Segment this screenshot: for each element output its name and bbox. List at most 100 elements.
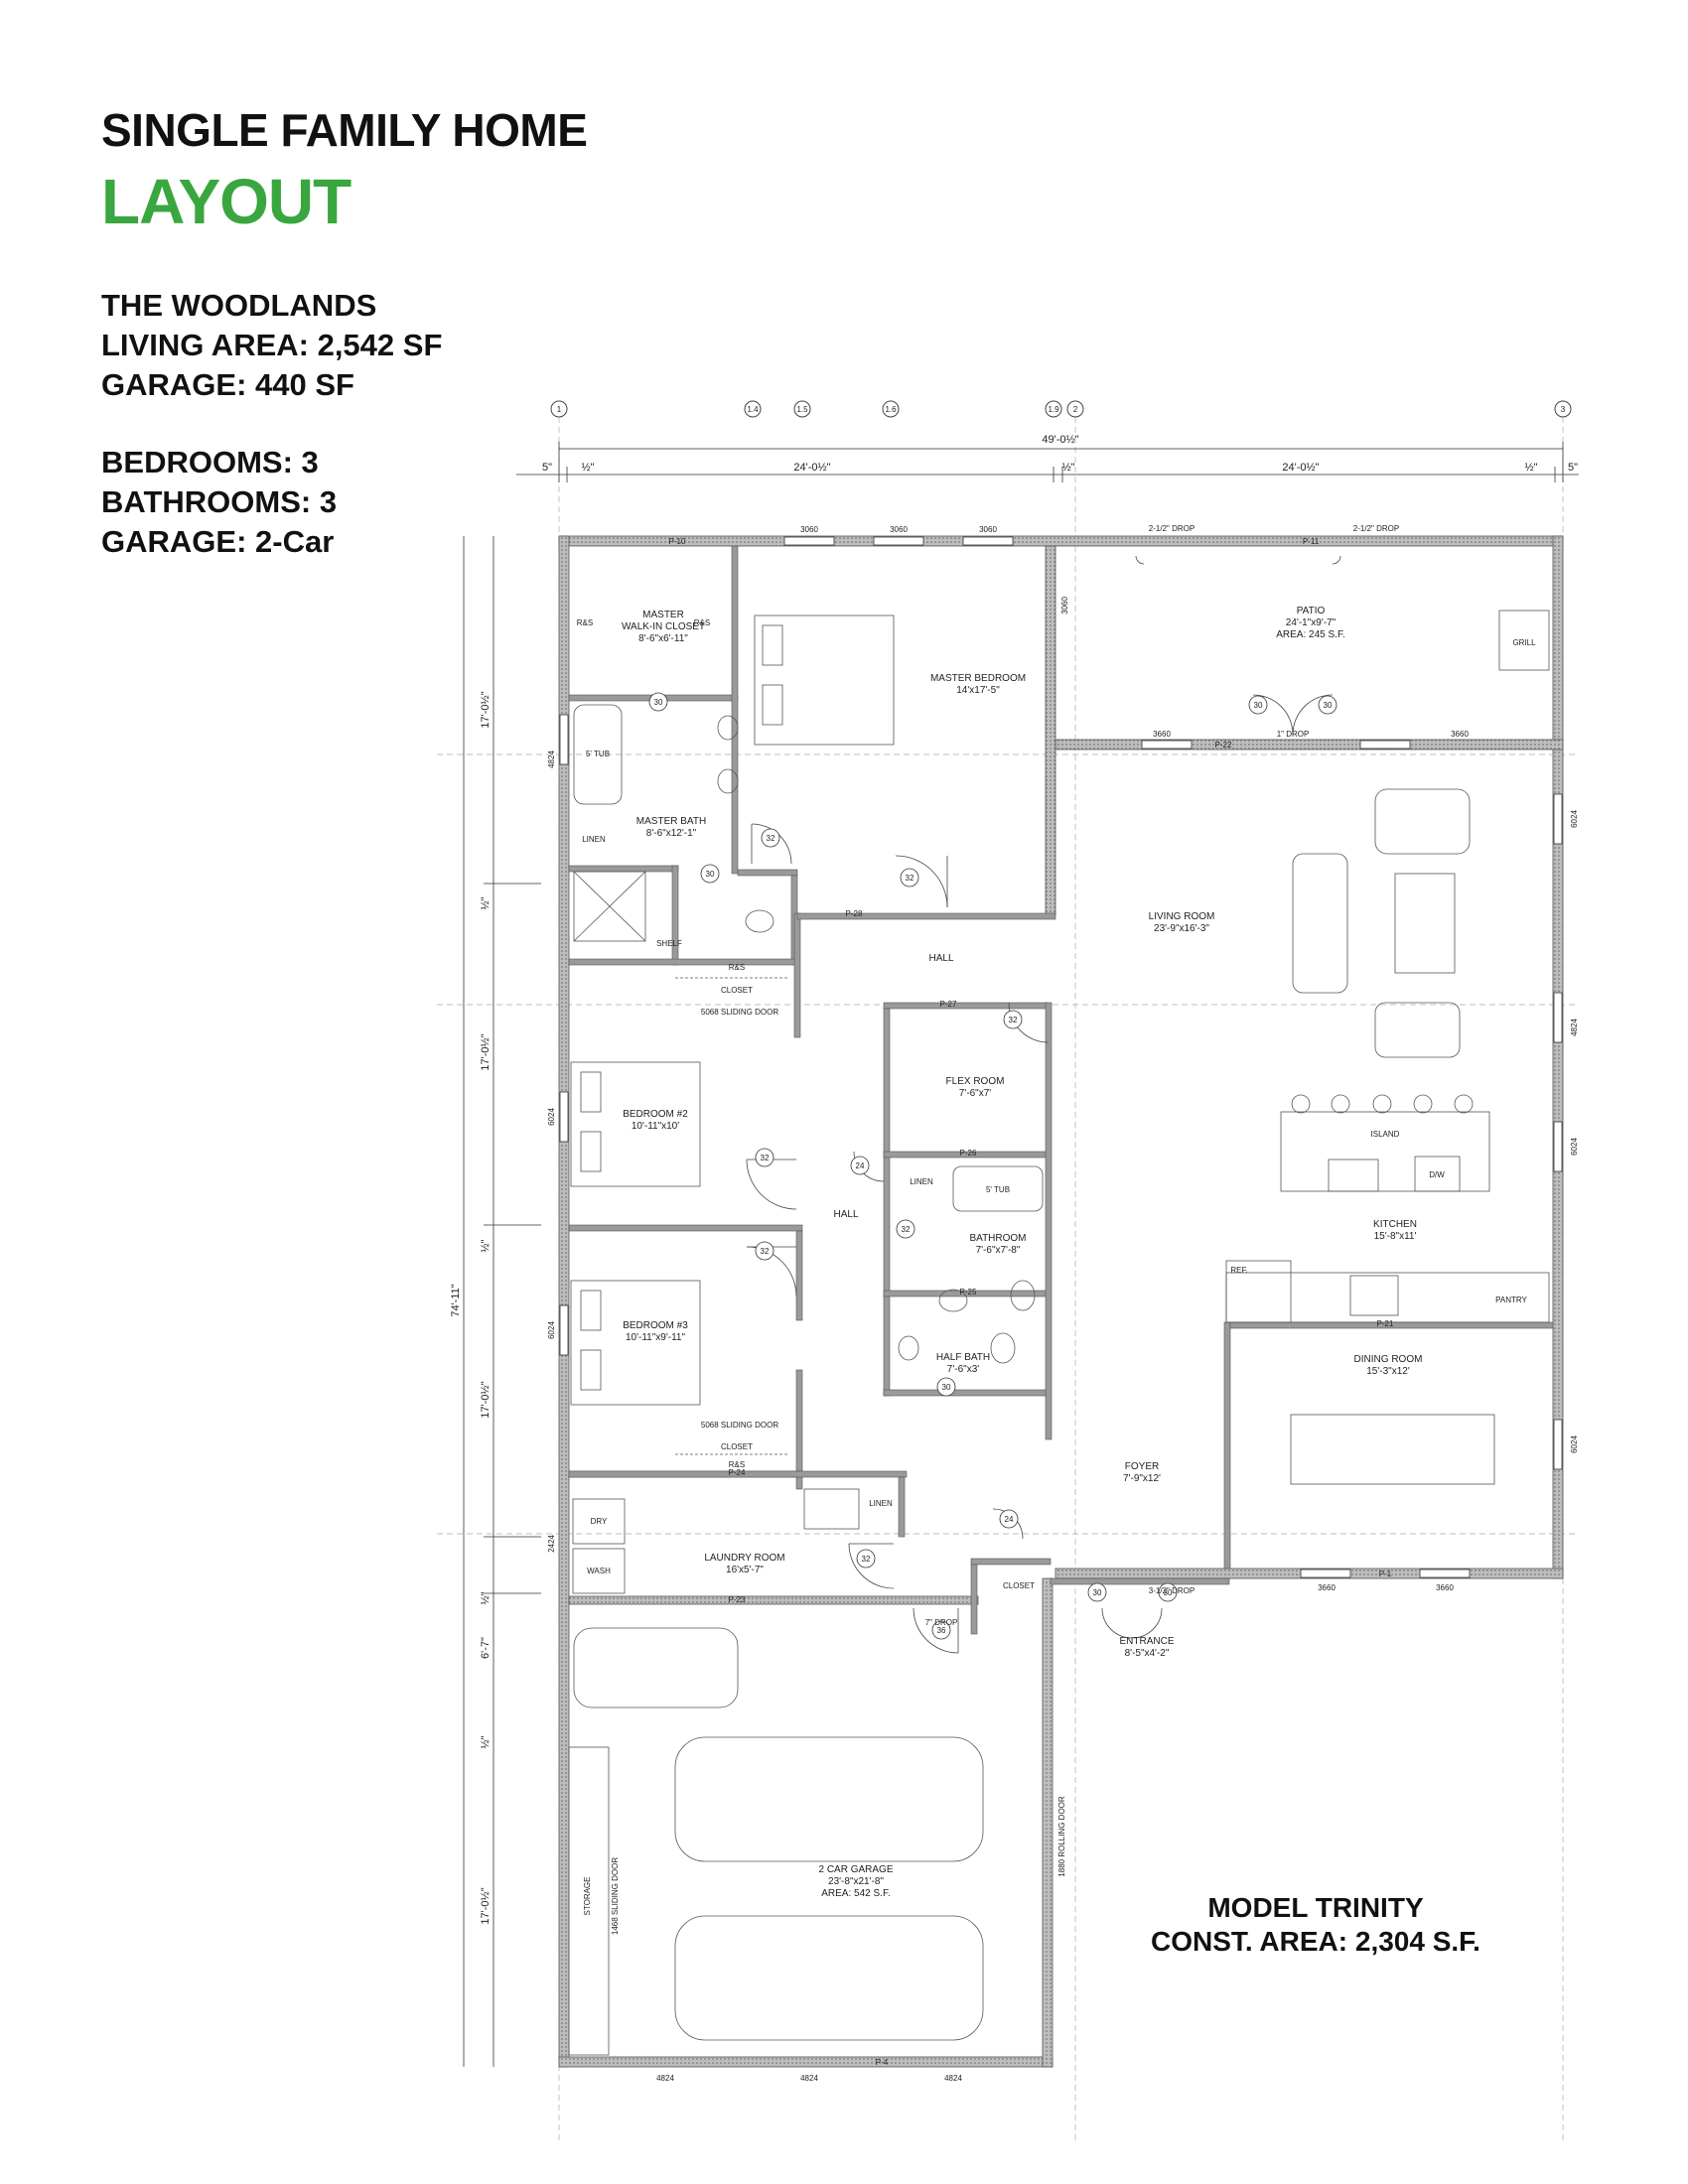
- door-tag-label: 30: [1324, 701, 1333, 710]
- window-label: 3060: [1060, 597, 1069, 614]
- dryer-icon: [572, 1498, 626, 1545]
- panel-tag: P-4: [876, 2058, 889, 2067]
- room-label: FOYER: [1125, 1461, 1159, 1472]
- hall-label: HALL: [833, 1209, 858, 1220]
- window-label: 4824: [944, 2074, 962, 2083]
- window-label: 3660: [1153, 730, 1171, 739]
- kitchen-island-icon: [1280, 1111, 1490, 1192]
- car-icon: [674, 1915, 984, 2041]
- utility-sink-icon: [803, 1488, 860, 1530]
- dim-left-offset: 5": [542, 462, 552, 474]
- room-dimension: 7'-9"x12': [1123, 1473, 1161, 1484]
- bathtub-icon: [952, 1165, 1044, 1212]
- room-label: WALK-IN CLOSET: [622, 621, 705, 632]
- door-tag-label: 30: [1254, 701, 1263, 710]
- bedroom-count: BEDROOMS: 3: [101, 445, 319, 479]
- sink-icon: [717, 715, 739, 741]
- panel-tag: P-27: [940, 1000, 957, 1009]
- interior-walls: [568, 545, 1554, 1635]
- pantry-label: PANTRY: [1495, 1296, 1527, 1304]
- window-label: 6024: [547, 1108, 556, 1126]
- room-label: KITCHEN: [1373, 1219, 1417, 1230]
- refrigerator-icon: [1225, 1260, 1292, 1323]
- window-label: 6024: [1570, 810, 1579, 828]
- bed-icon: [570, 1280, 701, 1406]
- drop-label: 3-1/2" DROP: [1149, 1586, 1195, 1595]
- window-label: 4824: [656, 2074, 674, 2083]
- dim-half: ½": [581, 462, 594, 474]
- model-name: MODEL TRINITY: [1207, 1892, 1424, 1923]
- home-info: THE WOODLANDS LIVING AREA: 2,542 SF GARA…: [101, 286, 442, 405]
- grid-label: 1.5: [796, 405, 808, 414]
- door-tag-label: 30: [942, 1383, 951, 1392]
- panel-tag: P-21: [1377, 1319, 1394, 1328]
- hall-label: HALL: [928, 953, 953, 964]
- top-dimensions: [516, 442, 1579, 482]
- bar-stool-icons: [1291, 1094, 1474, 1114]
- dim-vertical: ½": [480, 1239, 492, 1252]
- window-label: 3060: [979, 525, 997, 534]
- door-tag-label: 32: [767, 834, 775, 843]
- rolling-door-label: 1880 ROLLING DOOR: [1057, 1796, 1066, 1877]
- room-label: MASTER: [642, 610, 684, 620]
- fixtures: [568, 610, 1550, 2056]
- room-area: AREA: 542 S.F.: [821, 1888, 890, 1899]
- room-dimension: 16'x5'-7": [726, 1565, 764, 1575]
- sofa-icon: [1374, 788, 1471, 855]
- window-label: 2424: [547, 1535, 556, 1553]
- room-dimension: 15'-8"x11': [1374, 1231, 1417, 1242]
- storage-label: STORAGE: [583, 1877, 592, 1916]
- tub-label: 5' TUB: [986, 1185, 1010, 1194]
- dim-vertical: ½": [480, 1591, 492, 1604]
- room-dimension: 15'-3"x12': [1366, 1366, 1410, 1377]
- window-label: 6024: [1570, 1138, 1579, 1156]
- dim-vertical: 17'-0½": [480, 1381, 492, 1418]
- bed-icon: [570, 1061, 701, 1187]
- window-label: 3660: [1451, 730, 1469, 739]
- room-dimension: 8'-6"x12'-1": [646, 828, 697, 839]
- rs-label: R&S: [577, 618, 593, 627]
- living-area: LIVING AREA: 2,542 SF: [101, 328, 443, 362]
- window-label: 4824: [547, 751, 556, 768]
- overall-width: 49'-0½": [1042, 434, 1078, 446]
- room-label: 2 CAR GARAGE: [818, 1864, 893, 1875]
- grill-icon: [1498, 610, 1550, 671]
- door-tag-label: 30: [654, 698, 663, 707]
- car-icon: [674, 1736, 984, 1862]
- room-dimension: 23'-9"x16'-3": [1154, 923, 1209, 934]
- dim-vertical: ½": [480, 896, 492, 909]
- drop-label: 1" DROP: [1277, 730, 1310, 739]
- shower-icon: [573, 871, 646, 942]
- linen-label: LINEN: [869, 1499, 893, 1508]
- room-label: FLEX ROOM: [946, 1076, 1005, 1087]
- door-tag-label: 24: [1005, 1515, 1014, 1524]
- door-tag-label: 30: [706, 870, 715, 879]
- door-tag-label: 32: [902, 1225, 911, 1234]
- washer-icon: [572, 1548, 626, 1594]
- car-icon: [573, 1627, 739, 1708]
- panel-tag: P-26: [960, 1149, 977, 1158]
- grid-label: 2: [1073, 405, 1078, 414]
- room-dimension: 8'-6"x6'-11": [638, 633, 688, 644]
- rs-label: R&S: [694, 618, 710, 627]
- sofa-icon: [1292, 853, 1348, 994]
- room-label: HALF BATH: [936, 1352, 990, 1363]
- garage-sliding-door-label: 1468 SLIDING DOOR: [611, 1857, 620, 1935]
- room-dimension: 24'-1"x9'-7": [1286, 617, 1336, 628]
- community-name: THE WOODLANDS: [101, 288, 377, 323]
- door-tag-label: 36: [937, 1626, 946, 1635]
- fridge-label: REF.: [1230, 1266, 1247, 1275]
- grid-label: 1: [557, 405, 562, 414]
- room-dimension: 14'x17'-5": [956, 685, 1000, 696]
- dim-vertical: 17'-0½": [480, 1033, 492, 1070]
- panel-tag: P-11: [1303, 537, 1320, 546]
- drop-label: 2-1/2" DROP: [1353, 524, 1399, 533]
- panel-tag: P-28: [846, 909, 863, 918]
- master-bed-icon: [754, 614, 895, 746]
- toilet-icon: [1010, 1280, 1036, 1311]
- shelf-label: SHELF: [656, 939, 682, 948]
- room-label: LIVING ROOM: [1149, 911, 1215, 922]
- grid-label: 1.4: [747, 405, 759, 414]
- linen-label: LINEN: [582, 835, 606, 844]
